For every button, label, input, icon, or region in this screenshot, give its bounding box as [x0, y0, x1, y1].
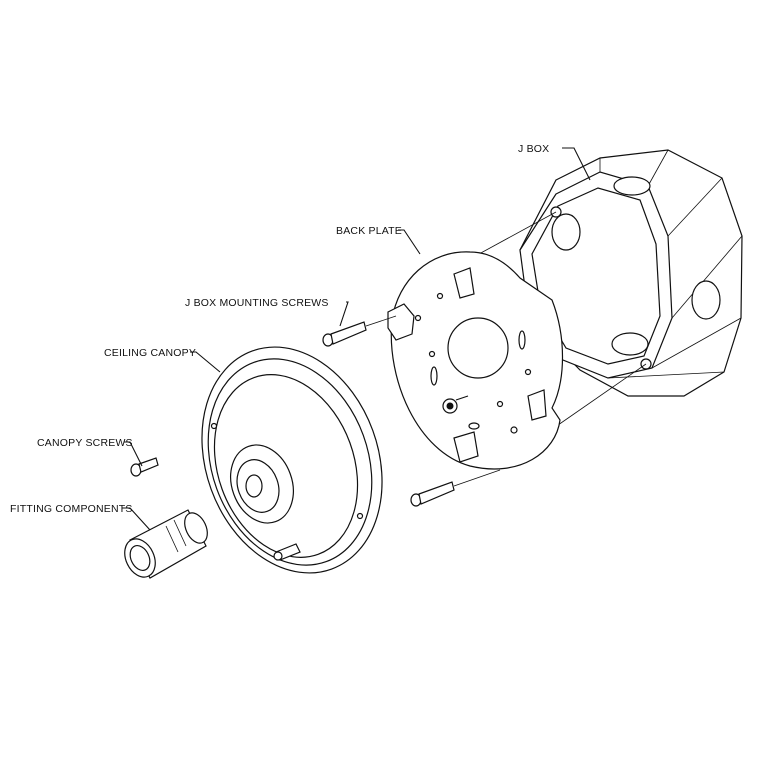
- canopy-center-hole: [245, 474, 263, 498]
- leader-lines: [122, 147, 591, 531]
- projection-line: [453, 469, 501, 487]
- back-plate-slot: [430, 366, 438, 386]
- fitting-bore: [129, 545, 151, 571]
- fitting-seam: [165, 525, 179, 553]
- back-plate-hole: [428, 350, 436, 358]
- leader-ceiling-canopy: [190, 351, 221, 373]
- back-plate-tab: [527, 389, 547, 421]
- leader-j-box-mounting-screws: [339, 301, 349, 327]
- screw-shank: [330, 321, 367, 345]
- back-plate-slot: [468, 422, 480, 430]
- label-j-box-mounting-screws: J BOX MOUNTING SCREWS: [185, 297, 329, 309]
- ceiling-canopy: [201, 346, 383, 574]
- back-plate-hole: [524, 368, 532, 376]
- projection-line: [467, 211, 557, 261]
- leader-back-plate: [398, 229, 421, 255]
- ground-screw-center: [446, 402, 454, 410]
- fitting-components: [124, 509, 208, 579]
- back-plate-hole: [510, 426, 518, 434]
- label-back-plate: BACK PLATE: [336, 225, 402, 237]
- j-box-edge: [651, 317, 742, 369]
- back-plate-hole: [436, 292, 444, 300]
- j-box-edge: [647, 149, 669, 187]
- screw-shank: [418, 481, 455, 505]
- j-box-knockout: [613, 176, 651, 196]
- label-ceiling-canopy: CEILING CANOPY: [104, 347, 196, 359]
- back-plate-tab: [387, 303, 415, 341]
- back-plate: [387, 251, 564, 470]
- screw-shank: [138, 457, 159, 473]
- j-box-edge: [671, 235, 743, 319]
- canopy-screw-hole: [210, 422, 218, 430]
- label-canopy-screws: CANOPY SCREWS: [37, 437, 133, 449]
- leader-fitting-components: [122, 507, 151, 531]
- j-box-mounting-screw-lower: [410, 469, 501, 507]
- canopy-screw-hole: [356, 512, 364, 520]
- back-plate-hole: [414, 314, 422, 322]
- label-fitting-components: FITTING COMPONENTS: [10, 503, 133, 515]
- label-j-box: J BOX: [518, 143, 549, 155]
- fitting-seam: [173, 519, 187, 547]
- back-plate-tab: [453, 431, 479, 463]
- projection-line: [547, 363, 647, 433]
- j-box-knockout: [551, 213, 581, 251]
- fitting-nut: [184, 512, 208, 544]
- back-plate-tab: [453, 267, 475, 299]
- back-plate-center-hole: [447, 317, 509, 379]
- j-box-knockout: [691, 280, 721, 320]
- back-plate-slot: [518, 330, 526, 350]
- canopy-screw: [130, 457, 159, 477]
- j-box-knockout: [611, 332, 649, 356]
- j-box-edge: [667, 177, 723, 237]
- j-box-mounting-screw-upper: [322, 315, 397, 347]
- projection-line: [365, 315, 397, 327]
- j-box: [467, 149, 743, 433]
- ground-screw-shank: [455, 395, 469, 401]
- canopy-stud-head: [273, 551, 283, 561]
- back-plate-hole: [496, 400, 504, 408]
- leader-canopy-screws: [124, 441, 143, 467]
- leader-j-box: [562, 147, 591, 181]
